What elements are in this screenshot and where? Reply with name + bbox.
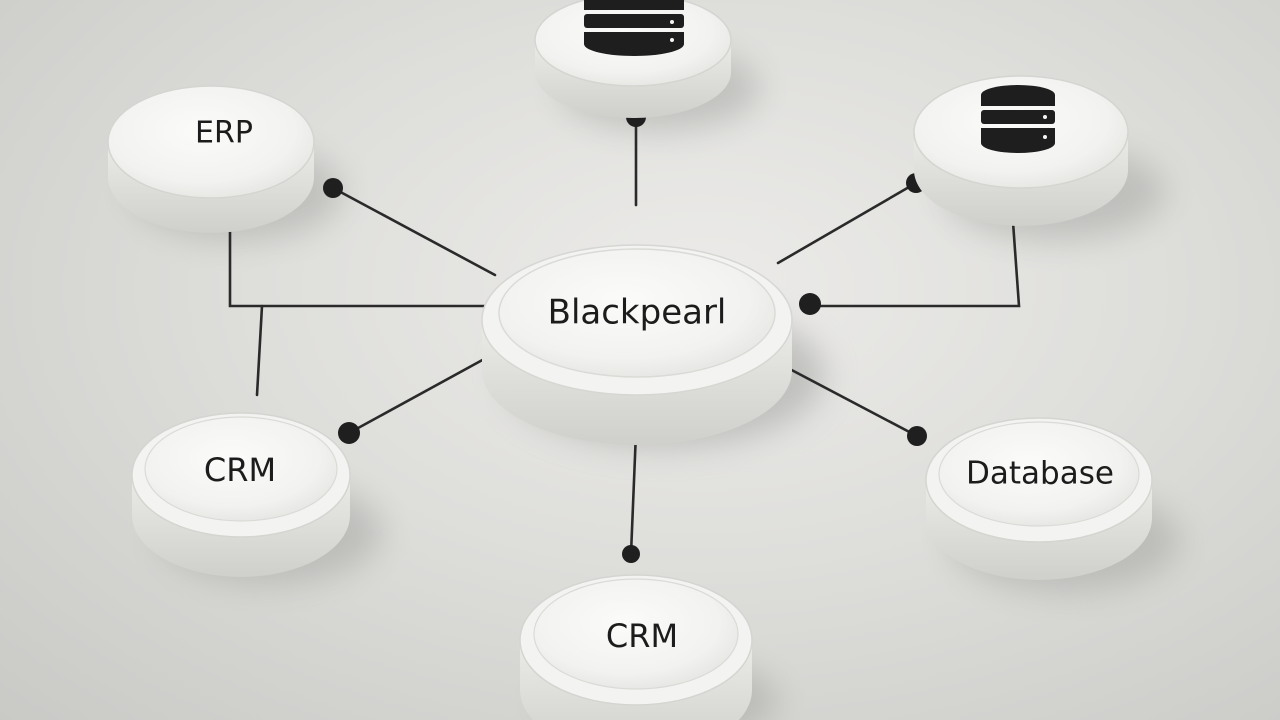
database-icon — [981, 85, 1055, 153]
connector-dot — [799, 293, 821, 315]
node-blackpearl: Blackpearl — [481, 244, 793, 445]
connector-dot — [622, 545, 640, 563]
node-crm-bottom-label: CRM — [606, 617, 678, 655]
connector-database — [782, 364, 919, 438]
connector-erp-crm-bracket — [228, 230, 492, 308]
connector-crm-bottom — [629, 430, 638, 556]
node-crm-left-label: CRM — [204, 451, 276, 489]
node-database-right — [913, 75, 1129, 226]
connector-database-right — [776, 181, 918, 265]
connector-database-right-bracket — [808, 220, 1021, 308]
connector-dot — [338, 422, 360, 444]
node-crm-left: CRM — [131, 412, 351, 577]
database-icon — [584, 0, 684, 56]
connector-erp — [331, 186, 497, 277]
connector-crm-left — [347, 350, 499, 435]
connector-bracket-crm — [255, 304, 264, 397]
connector-dot — [907, 426, 927, 446]
node-crm-bottom: CRM — [519, 574, 753, 720]
connector-dot — [323, 178, 343, 198]
connectors — [228, 115, 1021, 556]
node-database-label: Database — [966, 456, 1114, 492]
node-database: Database — [925, 417, 1153, 580]
node-blackpearl-label: Blackpearl — [548, 293, 727, 333]
node-erp: ERP — [107, 85, 315, 233]
node-database-top — [534, 0, 732, 118]
node-erp-label: ERP — [195, 116, 253, 151]
